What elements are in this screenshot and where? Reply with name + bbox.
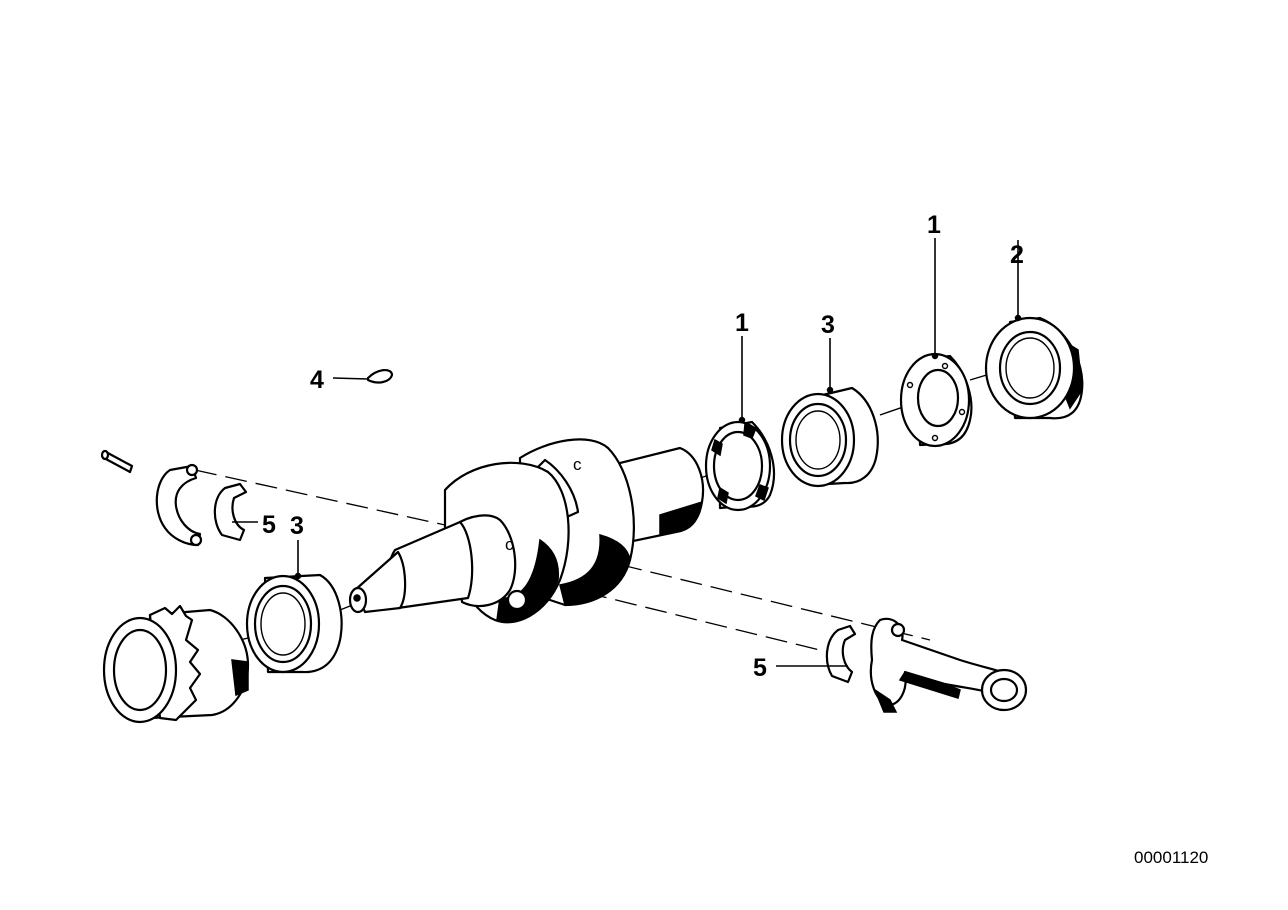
bearing-shell-rod [776, 624, 857, 684]
main-bushing-left [245, 540, 343, 674]
shaft-seal [984, 240, 1084, 420]
callout-shell-rod: 5 [753, 654, 767, 682]
bearing-flange [899, 238, 973, 448]
crankshaft: c c [348, 438, 705, 624]
svg-text:c: c [505, 535, 514, 554]
callout-bushing-left: 3 [290, 512, 304, 540]
connecting-rod [869, 617, 1028, 713]
svg-text:c: c [573, 455, 582, 474]
main-bushing-right [780, 338, 879, 488]
bearing-cap-left [155, 463, 203, 547]
callout-bearing-ring: 1 [735, 309, 749, 337]
diagram-reference-number: 00001120 [1134, 848, 1208, 867]
bearing-shell-left [213, 482, 258, 542]
callout-key: 4 [310, 366, 324, 394]
dowel-pin [100, 449, 134, 474]
woodruff-key [332, 369, 394, 384]
callout-shell-left: 5 [262, 511, 276, 539]
callout-seal: 2 [1010, 241, 1024, 269]
callout-flange: 1 [927, 211, 941, 239]
sprocket-sleeve [102, 604, 250, 724]
callout-bushing-right: 3 [821, 311, 835, 339]
bearing-ring-slotted [704, 336, 776, 512]
